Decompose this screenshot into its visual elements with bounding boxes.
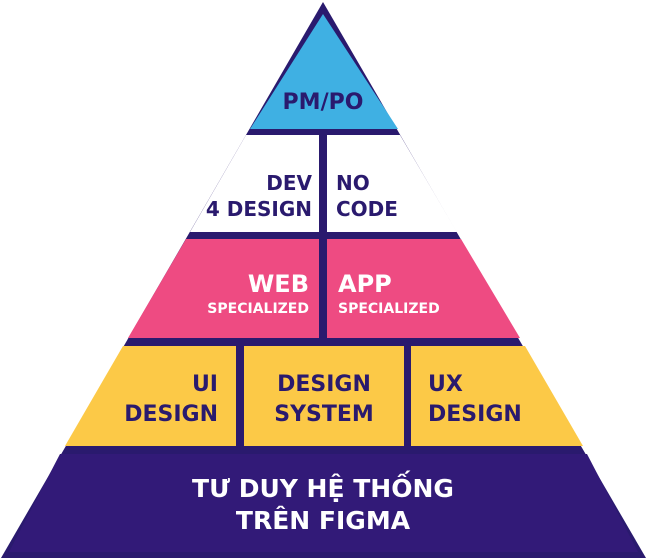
ux-design-line2: DESIGN [428,402,522,427]
web-specialized-label: SPECIALIZED [207,301,309,317]
tier-third-left-shape [128,239,319,338]
base-line2: TRÊN FIGMA [236,506,411,535]
ui-design-line1: UI [192,372,218,397]
dev-4-design-line1: DEV [266,171,312,195]
base-line1: TƯ DUY HỆ THỐNG [192,470,454,503]
design-system-line1: DESIGN [277,372,371,397]
design-system-line2: SYSTEM [274,402,374,427]
tier-base-shape [9,454,638,552]
tier-second-left-shape [190,135,319,232]
tier-top-label: PM/PO [283,90,364,115]
app-label: APP [338,270,392,298]
app-specialized-label: SPECIALIZED [338,301,440,317]
tier-fourth-left-shape [65,346,236,446]
dev-4-design-line2: 4 DESIGN [206,197,312,221]
web-label: WEB [248,270,309,298]
tier-fourth-center-shape [244,346,404,446]
ux-design-line1: UX [428,372,463,397]
tier-third-right-shape [327,239,520,338]
tier-top-shape [250,14,398,129]
no-code-line2: CODE [336,197,398,221]
tier-second-right-shape [327,135,457,232]
tier-fourth-right-shape [411,346,583,446]
no-code-line1: NO [336,171,370,195]
ui-design-line2: DESIGN [124,402,218,427]
